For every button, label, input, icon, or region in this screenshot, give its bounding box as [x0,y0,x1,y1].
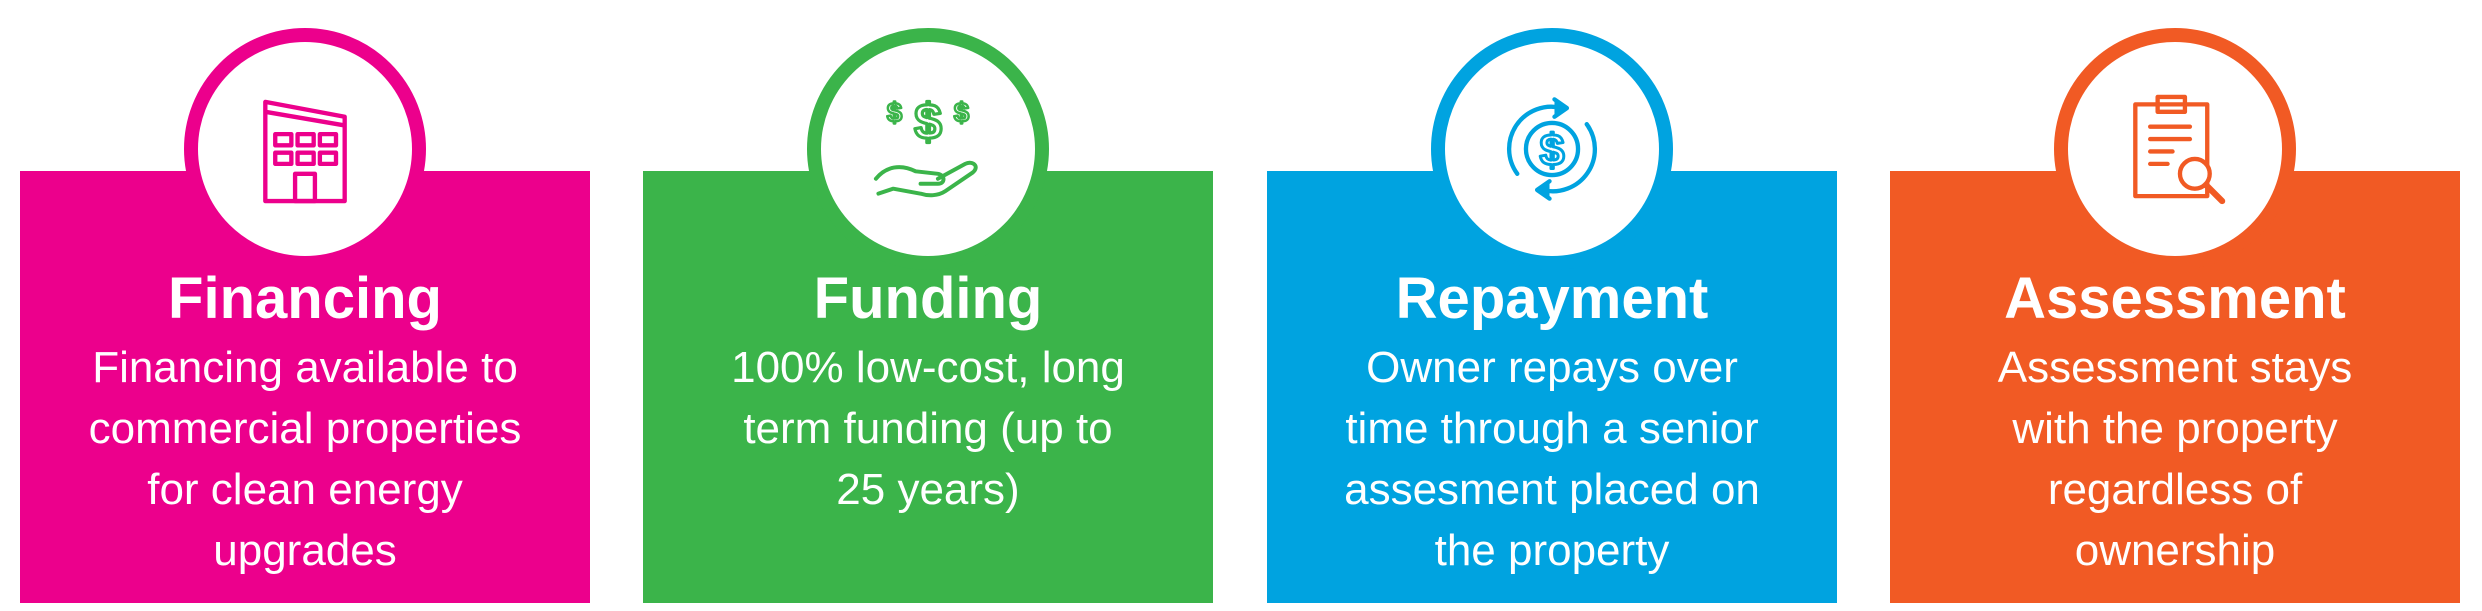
card-description: Assessment stays with the property regar… [1910,337,2440,581]
card-title: Repayment [1395,266,1709,331]
funding-icon-circle: $ $ $ [807,28,1049,270]
card-description: 100% low-cost, long term funding (up to … [663,337,1193,520]
clipboard-search-icon [2133,94,2226,205]
description-line: upgrades [213,526,397,575]
description-line: Financing available to [92,343,518,392]
svg-text:$: $ [954,97,969,128]
description-line: 100% low-cost, long [731,343,1125,392]
card-title: Funding [813,266,1043,331]
card-title: Assessment [2004,266,2346,331]
svg-text:$: $ [914,94,942,150]
svg-text:$: $ [1540,126,1565,175]
cycle-dollar-icon: $ [1506,97,1598,201]
description-line: assesment placed on [1344,465,1760,514]
repayment-card: $ Repayment Owner repays over time throu… [1267,28,1837,603]
description-line: the property [1434,526,1670,575]
financing-icon-circle [184,28,426,270]
funding-card: $ $ $ Funding 100% low-cost, long term f… [643,28,1213,603]
building-icon [263,99,347,204]
description-line: term funding (up to [743,404,1113,453]
description-line: commercial properties [88,404,522,453]
card-description: Owner repays over time through a senior … [1287,337,1817,581]
description-line: with the property [2012,404,2338,453]
description-line: Assessment stays [1997,343,2353,392]
description-line: time through a senior [1345,404,1759,453]
description-line: for clean energy [147,465,463,514]
svg-text:$: $ [887,97,902,128]
financing-card: Financing Financing available to commerc… [20,28,590,603]
card-description: Financing available to commercial proper… [40,337,570,581]
description-line: 25 years) [836,465,1020,514]
card-title: Financing [168,266,442,331]
assessment-card: Assessment Assessment stays with the pro… [1890,28,2460,603]
assessment-icon-circle [2054,28,2296,270]
description-line: regardless of [2047,465,2303,514]
description-line: ownership [2074,526,2276,575]
repayment-icon-circle: $ [1431,28,1673,270]
description-line: Owner repays over [1366,343,1738,392]
hand-money-icon: $ $ $ [873,92,978,198]
